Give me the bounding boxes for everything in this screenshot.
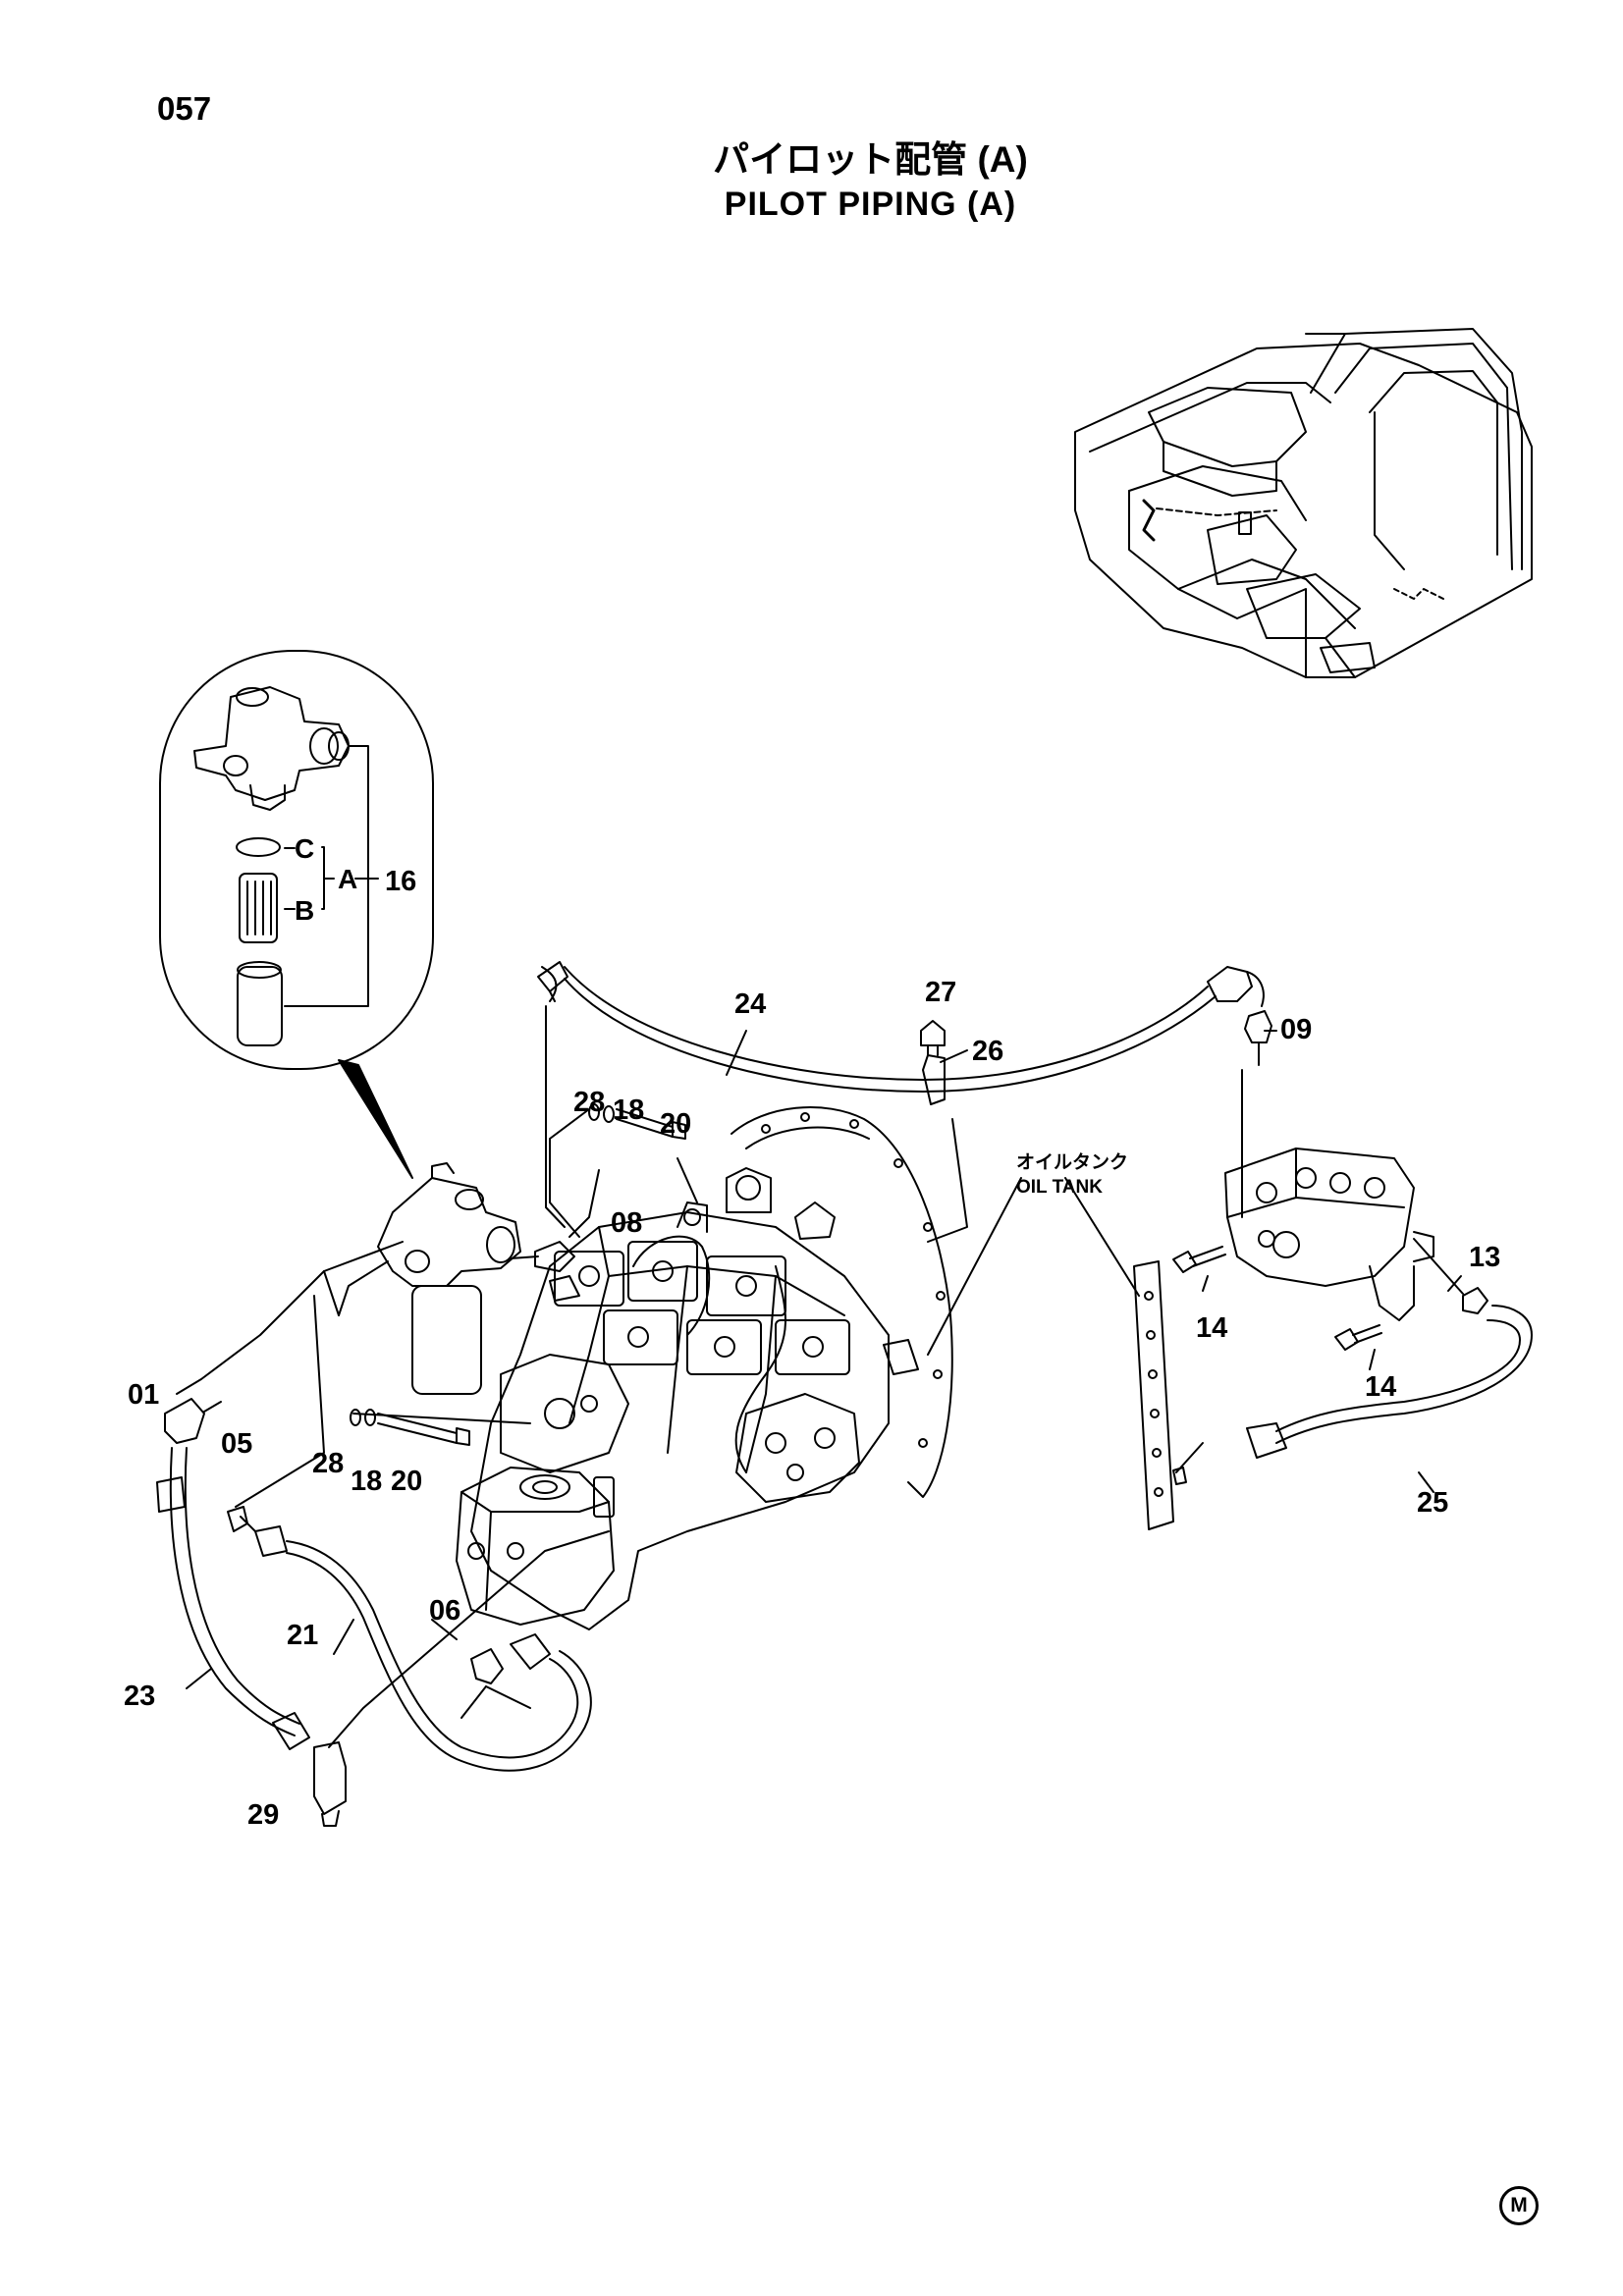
label-24: 24	[734, 988, 766, 1020]
page-number: 057	[157, 90, 212, 127]
pilot-filter-assembly	[377, 1162, 521, 1395]
label-23: 23	[124, 1681, 155, 1712]
label-14-a: 14	[1196, 1312, 1227, 1344]
title-english: PILOT PIPING (A)	[724, 186, 1017, 223]
title-block: パイロット配管 (A) PILOT PIPING (A)	[0, 137, 1623, 226]
label-05: 05	[221, 1428, 252, 1460]
label-b: B	[295, 895, 314, 926]
label-20-top: 20	[660, 1108, 691, 1140]
label-18-bot: 18	[351, 1466, 382, 1497]
label-14-b: 14	[1365, 1371, 1396, 1403]
label-28-top: 28	[573, 1087, 605, 1118]
label-c: C	[295, 833, 314, 864]
footer-mark: M	[1499, 2186, 1539, 2225]
hose-25	[1246, 1238, 1533, 1459]
oil-tank-leader	[927, 1118, 1204, 1473]
label-28-bot: 28	[312, 1448, 344, 1479]
label-29: 29	[247, 1799, 279, 1831]
main-pump-assembly	[456, 1106, 953, 1630]
label-06: 06	[429, 1595, 460, 1627]
label-20-bot: 20	[391, 1466, 422, 1497]
label-09: 09	[1280, 1014, 1312, 1045]
label-21: 21	[287, 1620, 318, 1651]
label-25: 25	[1417, 1487, 1448, 1519]
hose-24	[537, 961, 1272, 1105]
filter-detail-bubble	[159, 650, 434, 1179]
label-16: 16	[385, 866, 416, 897]
excavator-location-view	[1074, 328, 1533, 678]
bolts-14	[1172, 1246, 1382, 1351]
oil-tank-label-en: OIL TANK	[1016, 1177, 1103, 1198]
label-27: 27	[925, 977, 956, 1008]
label-01: 01	[128, 1379, 159, 1411]
label-a: A	[338, 864, 357, 894]
title-japanese: パイロット配管 (A)	[713, 139, 1028, 180]
mounting-bracket	[1133, 1260, 1187, 1530]
label-13: 13	[1469, 1242, 1500, 1273]
callout-labels: C B A 16 24 27 26 09 28 18 20 08 オイルタンク …	[124, 833, 1500, 1831]
label-26: 26	[972, 1036, 1003, 1067]
oil-tank-label-jp: オイルタンク	[1016, 1151, 1128, 1173]
label-18-top: 18	[613, 1095, 644, 1126]
callout-leaders	[186, 1030, 1462, 1689]
left-piping	[156, 1005, 698, 1827]
label-08: 08	[611, 1207, 642, 1239]
valve-block	[1224, 1069, 1434, 1321]
